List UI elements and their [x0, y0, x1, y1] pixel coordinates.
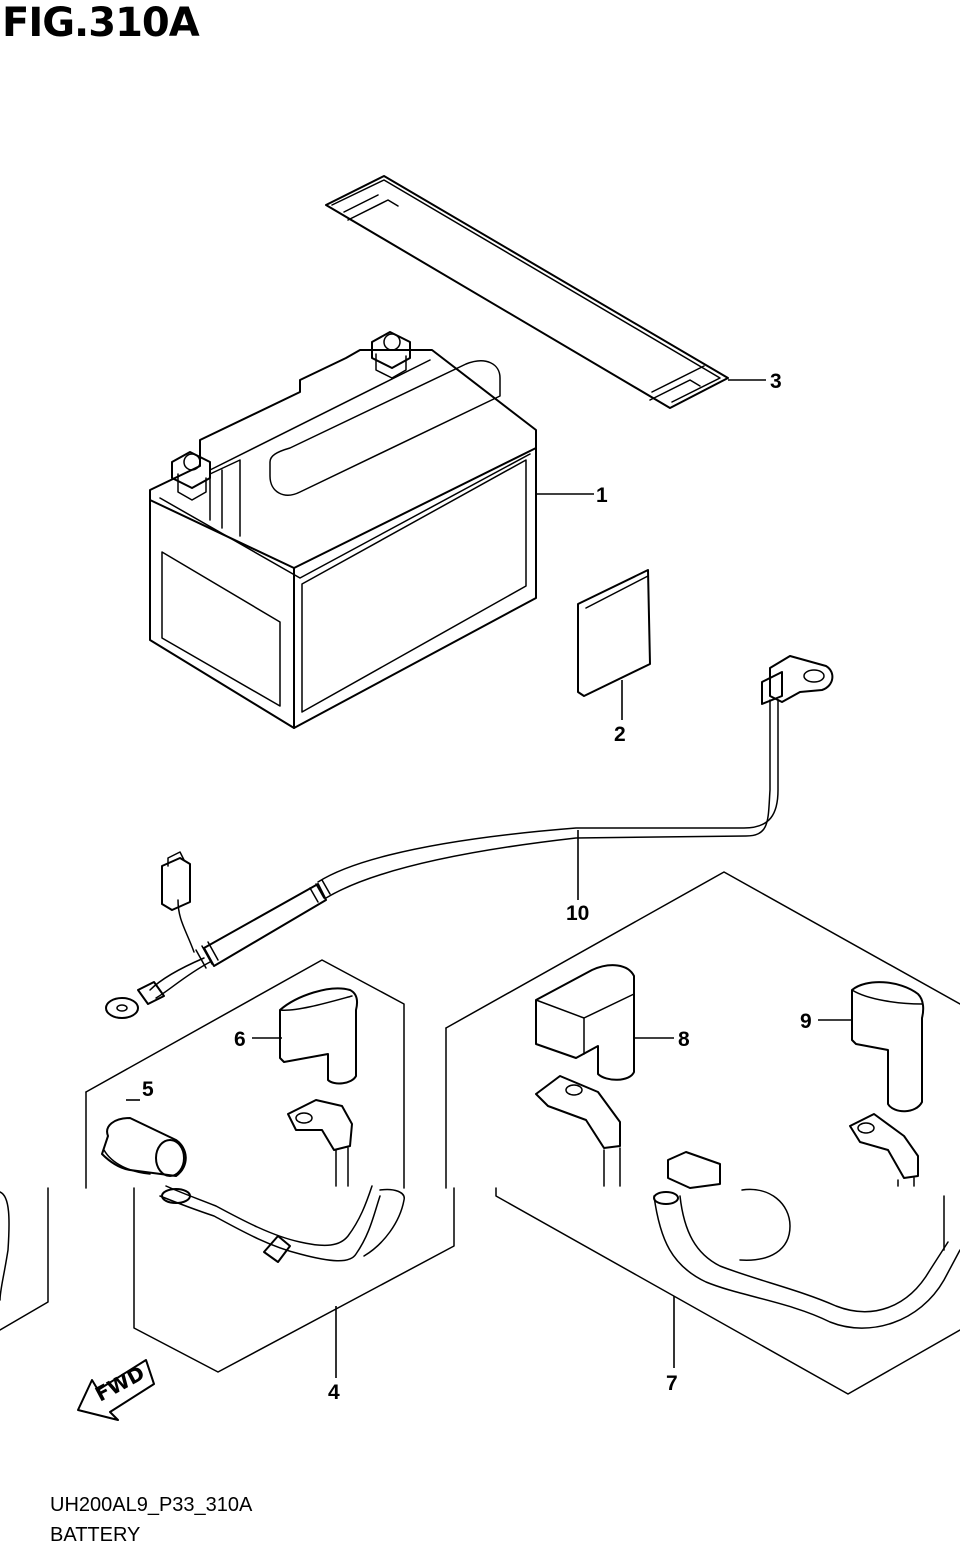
negative-cable-group-drawing [85, 959, 455, 1373]
adjacent-figure-edge-drawing [0, 1187, 49, 1331]
callout-8: 8 [678, 1028, 690, 1051]
callout-5: 5 [142, 1078, 154, 1101]
positive-cable-group-drawing [445, 871, 960, 1395]
callout-10: 10 [566, 902, 589, 925]
callout-2: 2 [614, 723, 626, 746]
reference-code: UH200AL9_P33_310A [50, 1494, 253, 1516]
section-name: BATTERY [50, 1524, 141, 1546]
callout-9: 9 [800, 1010, 812, 1033]
battery-drawing [149, 331, 537, 729]
wire-harness-drawing [105, 655, 834, 1019]
fwd-label: FWD [91, 1361, 148, 1407]
battery-label-drawing [577, 569, 651, 697]
battery-band-drawing [325, 175, 729, 409]
callout-1: 1 [596, 484, 608, 507]
callout-4: 4 [328, 1381, 340, 1404]
callout-numbers: 1 2 3 4 5 6 7 8 9 10 [142, 370, 812, 1404]
callout-3: 3 [770, 370, 782, 393]
fwd-arrow: FWD [77, 1359, 155, 1421]
callout-6: 6 [234, 1028, 246, 1051]
callout-7: 7 [666, 1372, 678, 1395]
callout-leaders [126, 379, 852, 1378]
figure-title: FIG.310A [2, 0, 200, 46]
